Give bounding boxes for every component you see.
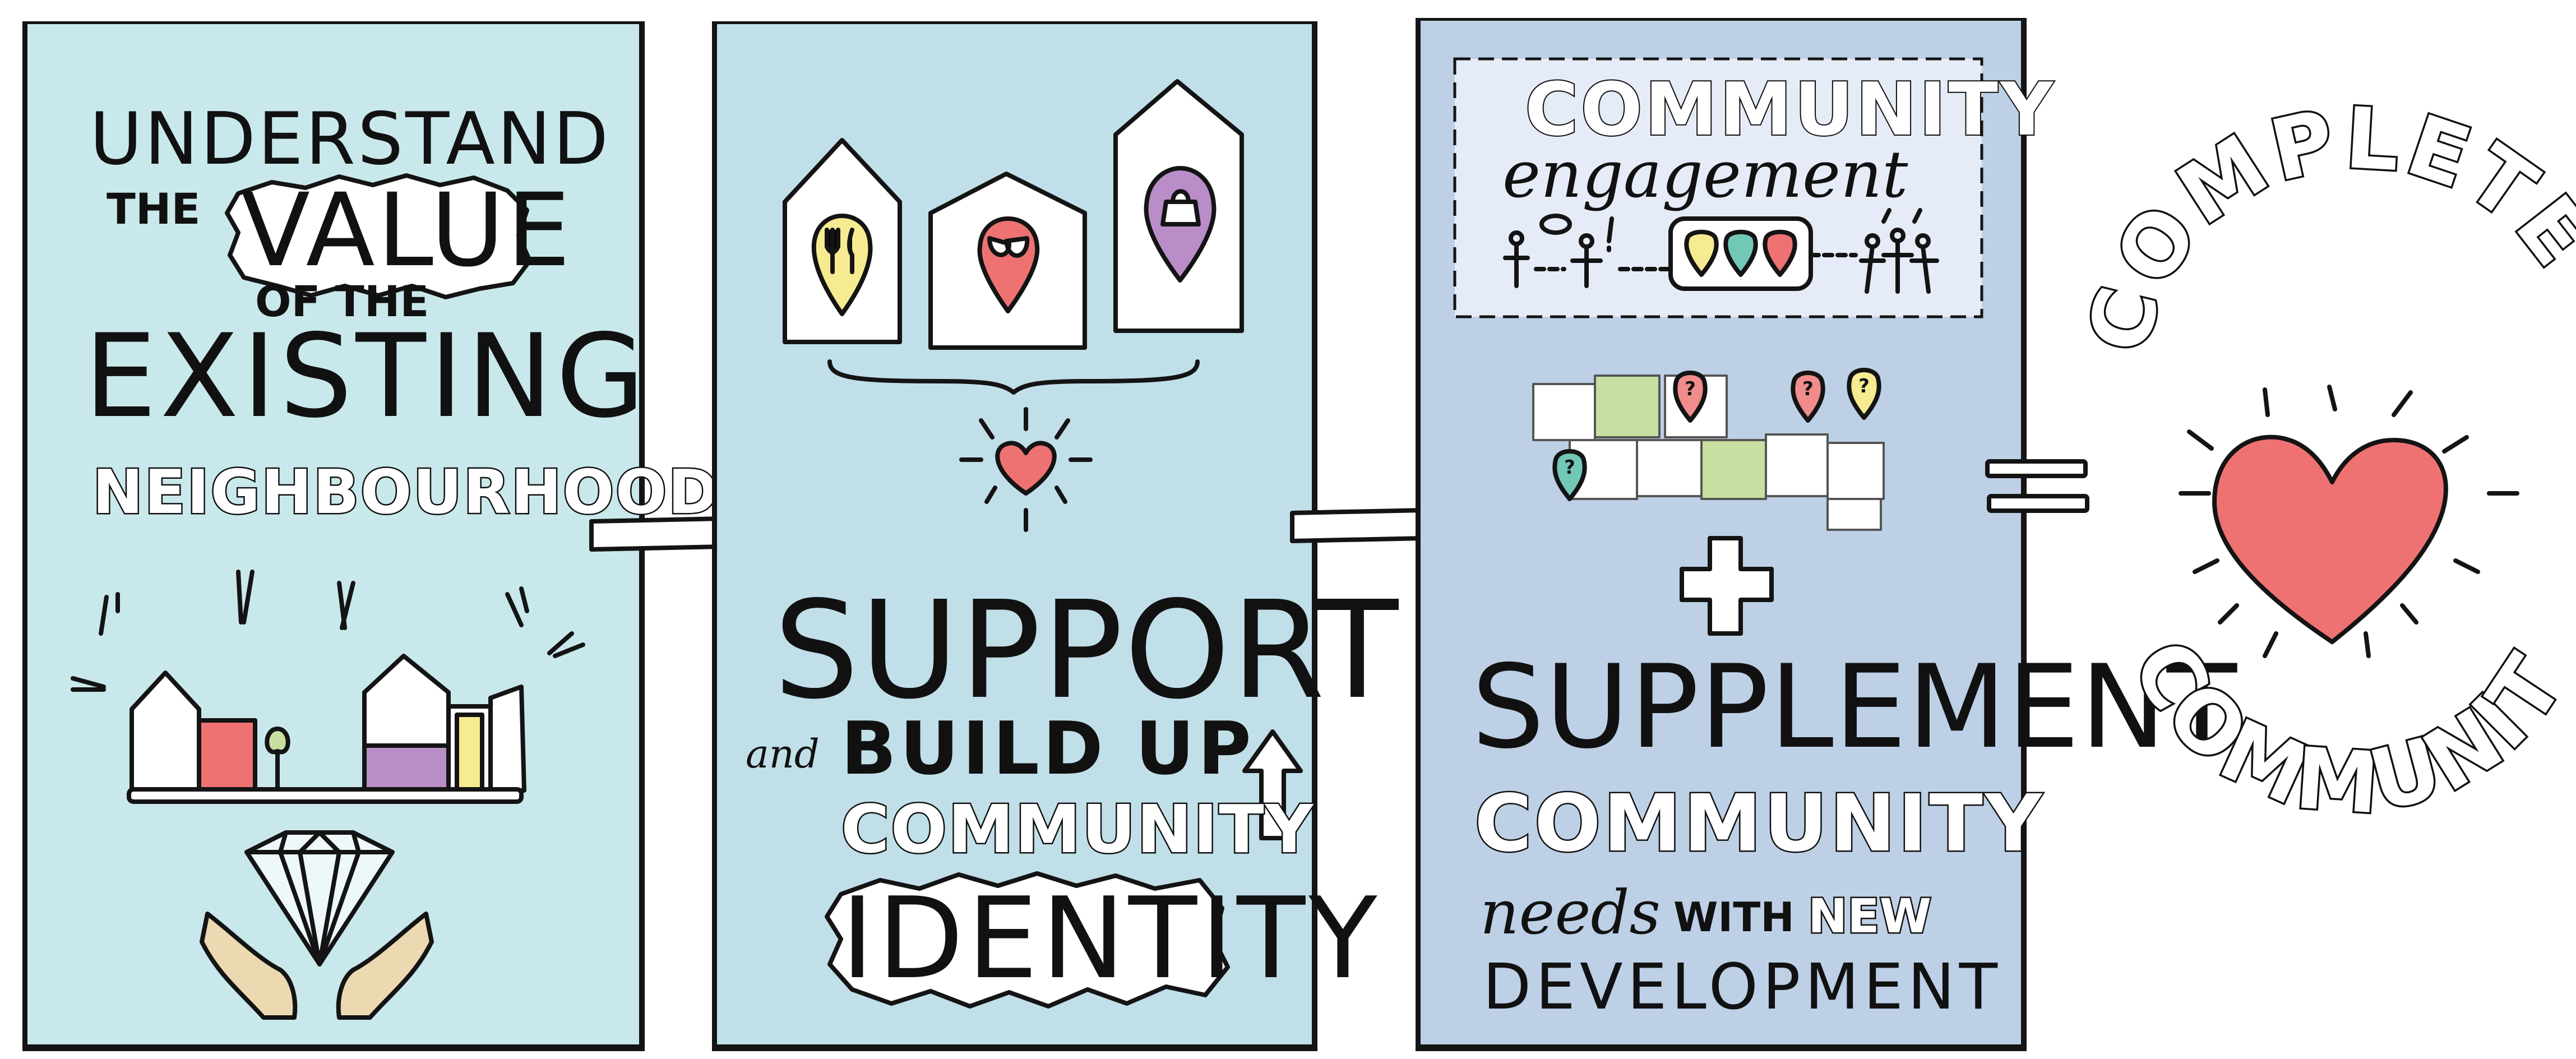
p2-title-build-up: BUILD UP: [841, 706, 1255, 791]
p2-title-and: and: [746, 731, 820, 777]
hands-icon: [200, 912, 434, 1020]
p2-title-identity: IDENTITY: [841, 873, 1381, 1004]
puzzle-marker-3: ?: [1858, 375, 1870, 397]
speech-people-icon: [1503, 214, 1673, 288]
engagement-scene: [1503, 208, 1939, 294]
p1-title-the: THE: [107, 184, 201, 234]
p3-title-supplement: SUPPLEMENT: [1472, 641, 2238, 774]
p3-box-engagement: engagement: [1502, 137, 1908, 212]
p1-title-understand: UNDERSTAND: [90, 98, 611, 181]
identity-burst-badge: [825, 871, 1230, 1009]
shops-icon: [783, 79, 1244, 395]
p1-title-of-the: OF THE: [255, 276, 429, 326]
plus-icon: [1680, 536, 1774, 636]
heart-icon: [2212, 434, 2448, 644]
puzzle-marker-1: ?: [1685, 378, 1696, 400]
p2-title-community: COMMUNITY: [839, 790, 1315, 868]
map-pins-icon: [1668, 216, 1813, 291]
result-complete: COMPLETE: [2068, 87, 2576, 363]
heart-icon: [959, 407, 1093, 532]
p2-title-support: SUPPORT: [774, 572, 1400, 729]
p1-title-value: VALUE: [241, 172, 573, 289]
up-arrow-icon: [1242, 729, 1303, 840]
p3-box-community: COMMUNITY: [1524, 67, 2056, 152]
p1-title-existing: EXISTING: [84, 310, 649, 443]
houses-icon: [71, 570, 585, 804]
p3-title-new: NEW: [1806, 889, 1932, 944]
equals-icon: [1985, 459, 2089, 513]
p3-title-development: DEVELOPMENT: [1483, 951, 2002, 1024]
svg-text:COMPLETE: COMPLETE: [2070, 90, 2576, 362]
complete-community-emblem: COMPLETE COMMUNITY: [2062, 87, 2576, 835]
heart-rays-icon: [2179, 385, 2519, 658]
p3-title-needs: needs: [1480, 878, 1661, 948]
group-people-icon: [1809, 208, 1939, 294]
p3-title-with: WITH: [1673, 894, 1795, 941]
p3-title-community: COMMUNITY: [1473, 778, 2045, 870]
diamond-icon: [244, 830, 395, 966]
puzzle-marker-2: ?: [1802, 378, 1814, 400]
puzzle-marker-4: ?: [1564, 456, 1575, 479]
p1-title-neighbourhood: NEIGHBOURHOOD: [91, 457, 720, 528]
puzzle-icon: ? ? ? ?: [1532, 368, 1885, 531]
value-burst-badge: [225, 173, 532, 299]
